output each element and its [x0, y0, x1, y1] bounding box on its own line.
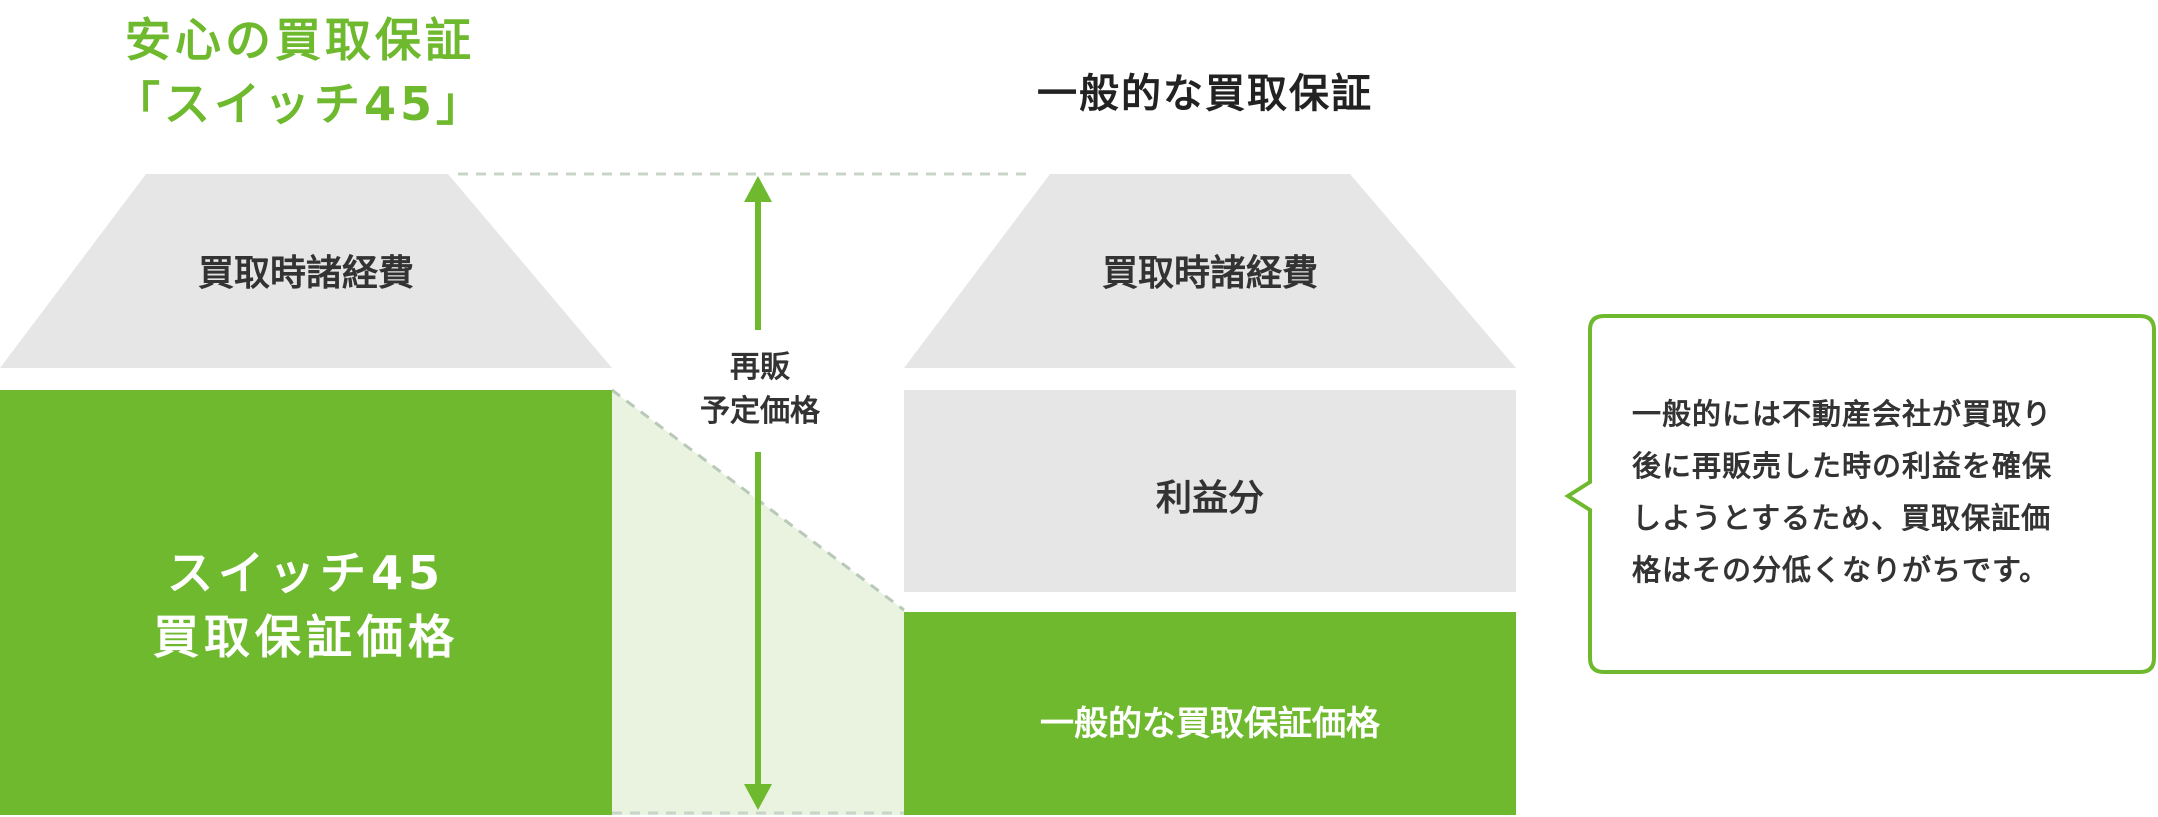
resale-label-line-2: 予定価格 — [700, 394, 820, 429]
callout-text: 一般的には不動産会社が買取り 後に再販売した時の利益を確保 しようとするため、買… — [1632, 397, 2053, 587]
left-costs-trapezoid — [0, 174, 612, 368]
resale-arrow-head-down — [744, 784, 772, 810]
left-costs-label: 買取時諸経費 — [197, 253, 414, 294]
resale-label-line-1: 再販 — [730, 350, 790, 385]
right-price-block — [904, 612, 1516, 815]
right-price-label: 一般的な買取保証価格 — [1040, 703, 1380, 744]
profit-label: 利益分 — [1155, 478, 1264, 519]
left-price-label-line-1: スイッチ45 — [166, 546, 445, 600]
profit-block — [904, 390, 1516, 592]
right-heading: 一般的な買取保証 — [1037, 71, 1373, 117]
left-heading: 安心の買取保証 「スイッチ45」 — [60, 8, 540, 136]
left-heading-line-1: 安心の買取保証 — [125, 13, 475, 67]
resale-arrow-head-up — [744, 176, 772, 202]
left-price-label: スイッチ45 買取保証価格 — [0, 535, 612, 675]
resale-price-label: 再販 予定価格 — [680, 345, 840, 435]
callout-bubble — [1564, 314, 2156, 674]
left-price-block — [0, 390, 612, 815]
left-price-label-line-2: 買取保証価格 — [153, 610, 459, 664]
right-costs-label: 買取時諸経費 — [1101, 253, 1318, 294]
left-heading-line-2: 「スイッチ45」 — [113, 77, 486, 131]
right-costs-trapezoid — [904, 174, 1516, 368]
